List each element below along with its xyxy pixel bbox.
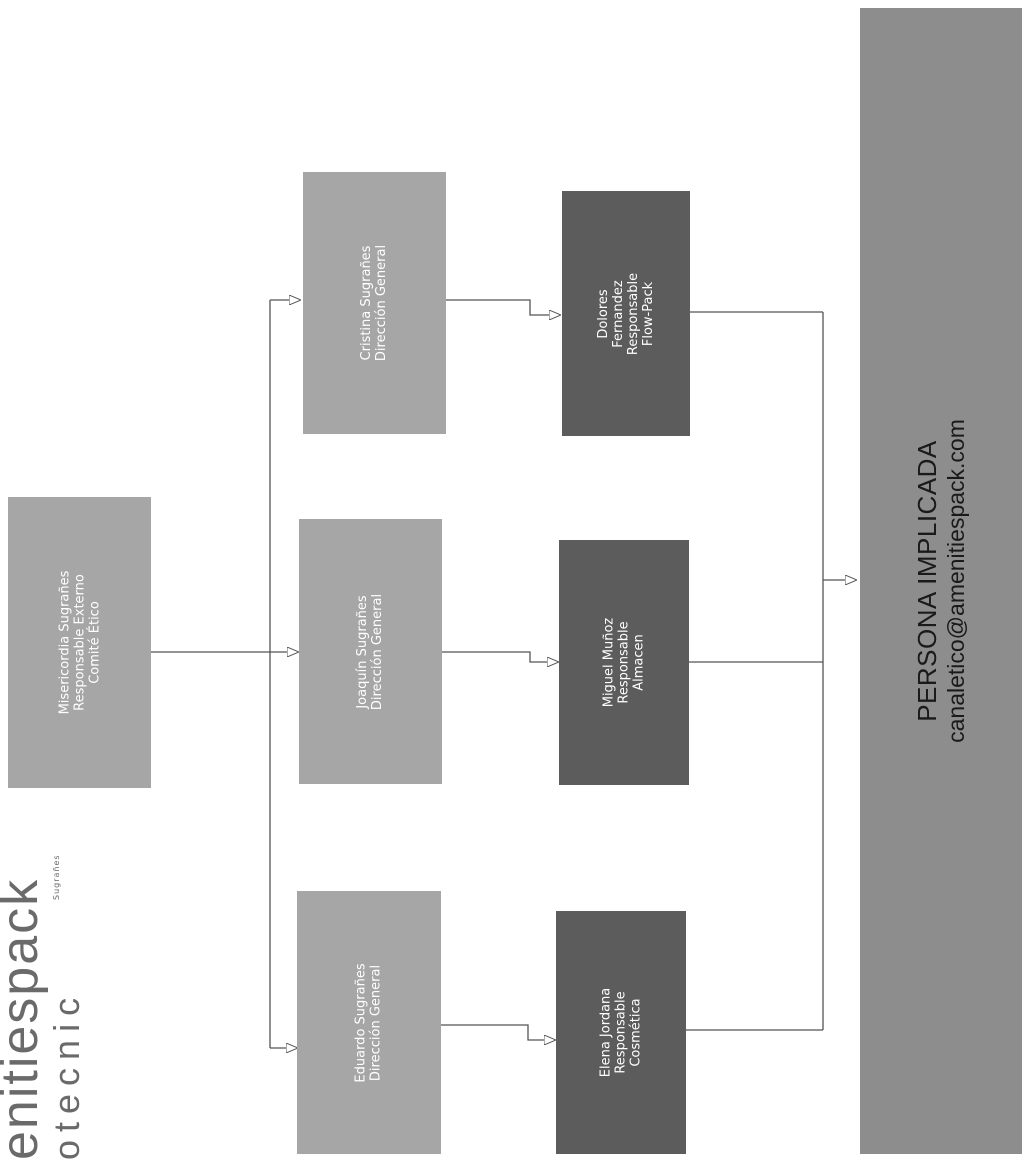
node-line: Responsable — [625, 272, 641, 355]
node-misericordia: Misericordia Sugrañes Responsable Extern… — [8, 497, 151, 788]
node-line: Comité Ético — [87, 601, 102, 684]
arrow-cristina-dolores — [446, 299, 560, 315]
persona-email: canaletico@amenitiespack.com — [943, 419, 969, 743]
logo-tagline: Sugrañes — [52, 854, 61, 900]
node-line: Misericordia Sugrañes — [57, 570, 72, 715]
node-line: Responsable — [613, 991, 629, 1074]
arrow-joaquin-miguel — [442, 651, 558, 662]
node-joaquin: Joaquín Sugrañes Dirección General — [299, 519, 442, 784]
node-line: Almacen — [631, 634, 647, 691]
node-line: Miguel Muñoz — [601, 617, 617, 708]
node-line: Responsable Externo — [72, 574, 87, 711]
node-eduardo: Eduardo Sugrañes Dirección General — [297, 891, 441, 1154]
node-line: Dolores — [595, 288, 611, 339]
node-line: Cosmética — [628, 998, 644, 1067]
node-line: Joaquín Sugrañes — [355, 594, 371, 709]
node-persona-implicada: PERSONA IMPLICADA canaletico@amenitiespa… — [860, 8, 1022, 1154]
persona-title: PERSONA IMPLICADA — [912, 440, 942, 722]
node-line: Responsable — [616, 621, 632, 704]
node-line: Dirección General — [374, 244, 390, 362]
node-elena: Elena Jordana Responsable Cosmética — [556, 911, 686, 1154]
node-line: Cristina Sugrañes — [359, 245, 375, 361]
node-line: Fernandez — [610, 279, 626, 348]
logo-subword: otecnic — [46, 989, 87, 1160]
node-line: Flow-Pack — [640, 281, 656, 346]
logo-word: enitiespack — [0, 877, 49, 1160]
node-miguel: Miguel Muñoz Responsable Almacen — [559, 540, 689, 785]
node-line: Elena Jordana — [598, 987, 614, 1078]
node-line: Dirección General — [368, 964, 384, 1081]
arrow-eduardo-elena — [441, 1024, 555, 1040]
node-dolores: Dolores Fernandez Responsable Flow-Pack — [562, 191, 690, 436]
node-line: Eduardo Sugrañes — [353, 962, 369, 1083]
node-cristina: Cristina Sugrañes Dirección General — [303, 172, 446, 434]
node-line: Dirección General — [370, 593, 386, 710]
company-logo: enitiespack otecnic Sugrañes — [0, 780, 100, 1160]
